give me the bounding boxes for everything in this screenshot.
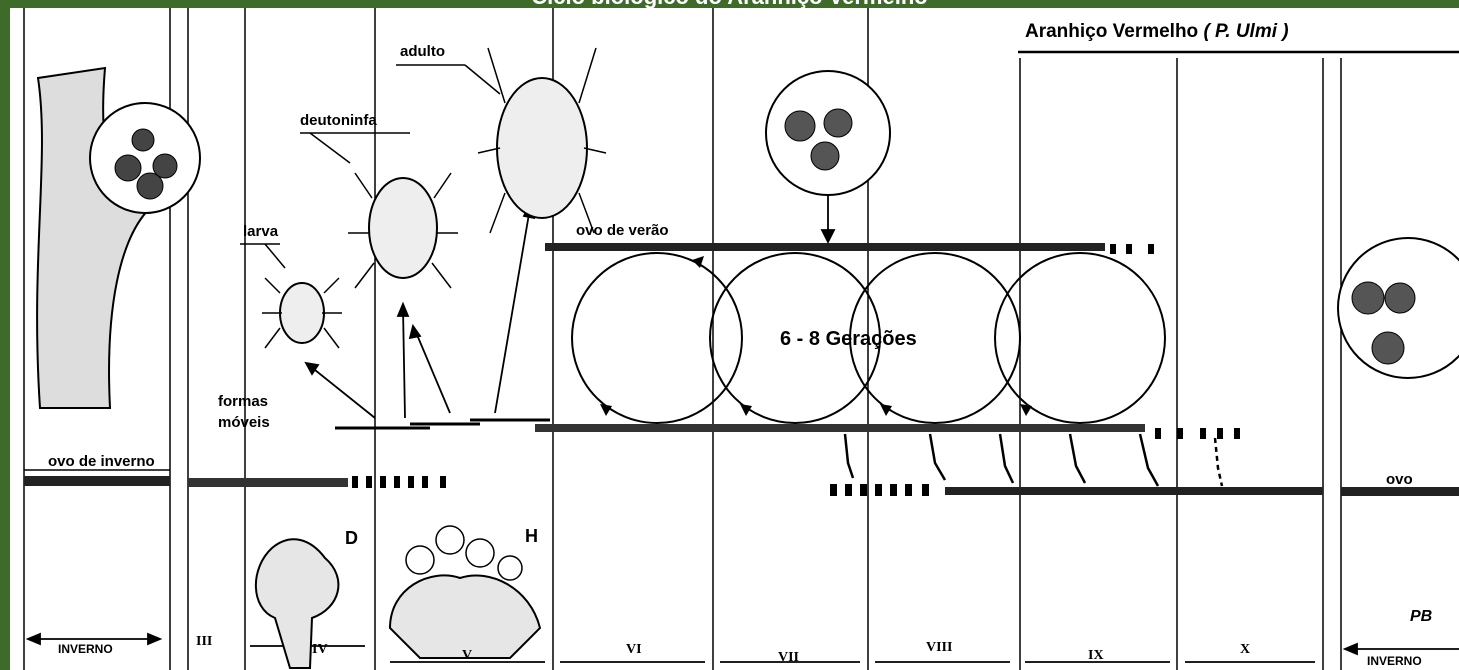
label-mobile-forms-2: móveis: [218, 414, 270, 431]
month-VI: VI: [626, 642, 642, 658]
month-III: III: [196, 634, 212, 650]
species-common-name: Aranhiço Vermelho: [1025, 21, 1198, 42]
phenology-stage-d: D: [345, 528, 358, 549]
month-IV: IV: [312, 642, 328, 658]
season-winter-end: INVERNO: [1367, 654, 1422, 668]
summer-egg-magnifier: [766, 71, 890, 195]
winter-egg-band: [24, 476, 446, 488]
egg-laying-arrows: [845, 434, 1222, 486]
species-scientific-name: ( P. Ulmi ): [1203, 21, 1288, 42]
generations-label: 6 - 8 Gerações: [780, 328, 917, 351]
label-egg: ovo: [1386, 471, 1413, 488]
month-dividers: [24, 8, 1341, 670]
month-X: X: [1240, 642, 1250, 658]
diagram-canvas: Aranhiço Vermelho ( P. Ulmi ) adulto deu…: [10, 8, 1459, 670]
label-mobile-forms-1: formas: [218, 393, 268, 410]
month-V: V: [462, 648, 472, 664]
winter-egg-magnifier: [1338, 238, 1459, 378]
phenology-stage-h: H: [525, 526, 538, 547]
lifecycle-drawing: [10, 8, 1459, 670]
season-winter-start: INVERNO: [58, 642, 113, 656]
adult-mite: [478, 48, 606, 233]
label-adult: adulto: [400, 43, 445, 60]
month-VII: VII: [778, 650, 799, 666]
summer-egg-band: [545, 243, 1154, 254]
author-signature: PB: [1410, 608, 1432, 626]
label-summer-egg: ovo de verão: [576, 222, 669, 239]
autumn-egg-band: [830, 484, 1459, 496]
label-winter-egg: ovo de inverno: [48, 453, 155, 470]
month-VIII: VIII: [926, 640, 952, 656]
month-IX: IX: [1088, 648, 1104, 664]
flower-stage-h: [390, 526, 540, 658]
label-deutonymph: deutoninfa: [300, 112, 377, 129]
larva-mite: [262, 278, 342, 348]
tree-trunk: [37, 68, 200, 408]
species-name: Aranhiço Vermelho ( P. Ulmi ): [1025, 21, 1289, 43]
deutonymph-mite: [348, 173, 458, 288]
label-larva: larva: [243, 223, 278, 240]
